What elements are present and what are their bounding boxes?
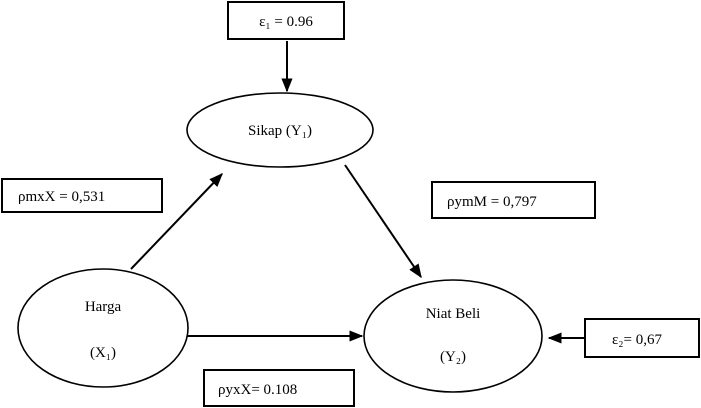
epsilon2-label: ε₂= 0,67 — [612, 332, 662, 348]
coefficient-pym-label: ρymM = 0,797 — [447, 194, 537, 210]
harga-label: Harga — [85, 299, 122, 315]
node-harga: Harga (X₁) — [17, 268, 189, 388]
epsilon1-label: ε₁ = 0.96 — [259, 14, 313, 30]
edge-harga-to-sikap — [130, 172, 223, 270]
node-sikap: Sikap (Y₁) — [186, 92, 374, 168]
coefficient-pyx-label: ρyxX= 0.108 — [218, 382, 297, 398]
epsilon1-box: ε₁ = 0.96 — [227, 1, 345, 40]
coefficient-pmx-box: ρmxX = 0,531 — [1, 178, 163, 213]
niat-beli-label: Niat Beli — [426, 306, 481, 322]
coefficient-pmx-label: ρmxX = 0,531 — [18, 189, 105, 205]
coefficient-pym-box: ρymM = 0,797 — [431, 181, 596, 219]
harga-variable: (X₁) — [90, 345, 116, 361]
node-niat-beli: Niat Beli (Y₂) — [363, 279, 543, 393]
epsilon2-box: ε₂= 0,67 — [584, 318, 700, 358]
niat-beli-variable: (Y₂) — [440, 349, 466, 365]
sikap-label: Sikap (Y₁) — [248, 123, 312, 139]
coefficient-pyx-box: ρyxX= 0.108 — [203, 369, 355, 407]
edge-sikap-to-niat-beli — [344, 164, 422, 279]
